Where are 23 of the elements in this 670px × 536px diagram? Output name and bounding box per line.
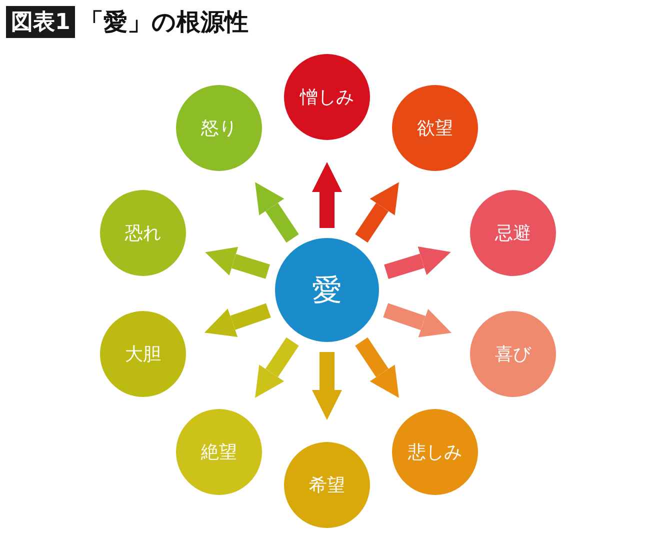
arrow: [312, 162, 342, 228]
arrow: [312, 352, 342, 420]
emotion-label: 忌避: [495, 222, 531, 245]
arrow: [204, 303, 271, 337]
emotion-label: 大胆: [125, 343, 161, 366]
emotion-label: 欲望: [417, 117, 453, 140]
arrow: [383, 303, 452, 338]
figure-number: 図表1: [6, 6, 76, 38]
title: 「愛」の根源性: [79, 7, 248, 38]
emotion-label: 喜び: [495, 343, 531, 366]
emotion-label: 絶望: [201, 441, 237, 464]
arrow: [355, 337, 399, 398]
arrow: [255, 337, 299, 398]
emotion-label: 悲しみ: [408, 441, 462, 464]
arrow: [355, 182, 399, 243]
arrow: [205, 246, 270, 279]
emotion-label: 怒り: [201, 117, 237, 140]
emotion-label: 恐れ: [125, 222, 161, 245]
arrow: [255, 182, 299, 243]
emotion-label: 希望: [309, 474, 345, 497]
arrow: [384, 246, 451, 279]
emotion-label: 愛: [312, 272, 342, 310]
emotion-label: 憎しみ: [300, 86, 354, 109]
